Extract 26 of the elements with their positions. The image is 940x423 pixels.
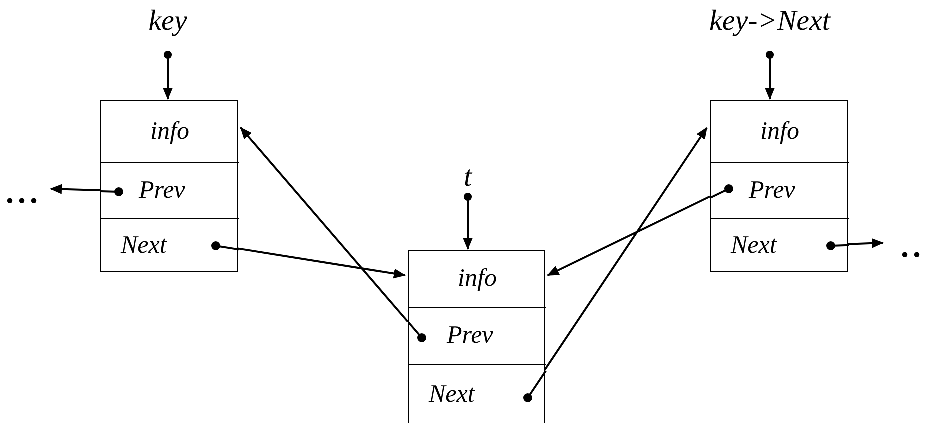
record-field: Next <box>409 365 546 423</box>
record-field: Prev <box>711 163 849 219</box>
pointer-name: key <box>148 4 188 38</box>
pointer-name: key->Next <box>710 4 830 38</box>
pointer-arrow <box>547 196 710 276</box>
pointer-arrow <box>240 127 409 323</box>
list-node-box <box>408 250 545 423</box>
record-field: info <box>409 251 546 308</box>
record-field: Next <box>711 219 849 273</box>
record-field: info <box>101 101 239 163</box>
pointer-arrow <box>544 127 708 371</box>
record-field: Prev <box>409 308 546 365</box>
ellipsis: ... <box>6 174 42 210</box>
list-node-box <box>100 100 238 272</box>
ellipsis: .. <box>901 228 925 264</box>
list-node-box <box>710 100 848 272</box>
pointer-arrow <box>463 192 473 250</box>
record-field: Next <box>101 219 239 273</box>
record-field: info <box>711 101 849 163</box>
pointer-arrow <box>765 50 775 100</box>
pointer-arrow <box>163 50 173 100</box>
pointer-arrow <box>50 184 100 194</box>
pointer-arrow <box>238 248 406 279</box>
pointer-name: t <box>464 160 472 194</box>
record-field: Prev <box>101 163 239 219</box>
pointer-arrow <box>848 238 884 248</box>
